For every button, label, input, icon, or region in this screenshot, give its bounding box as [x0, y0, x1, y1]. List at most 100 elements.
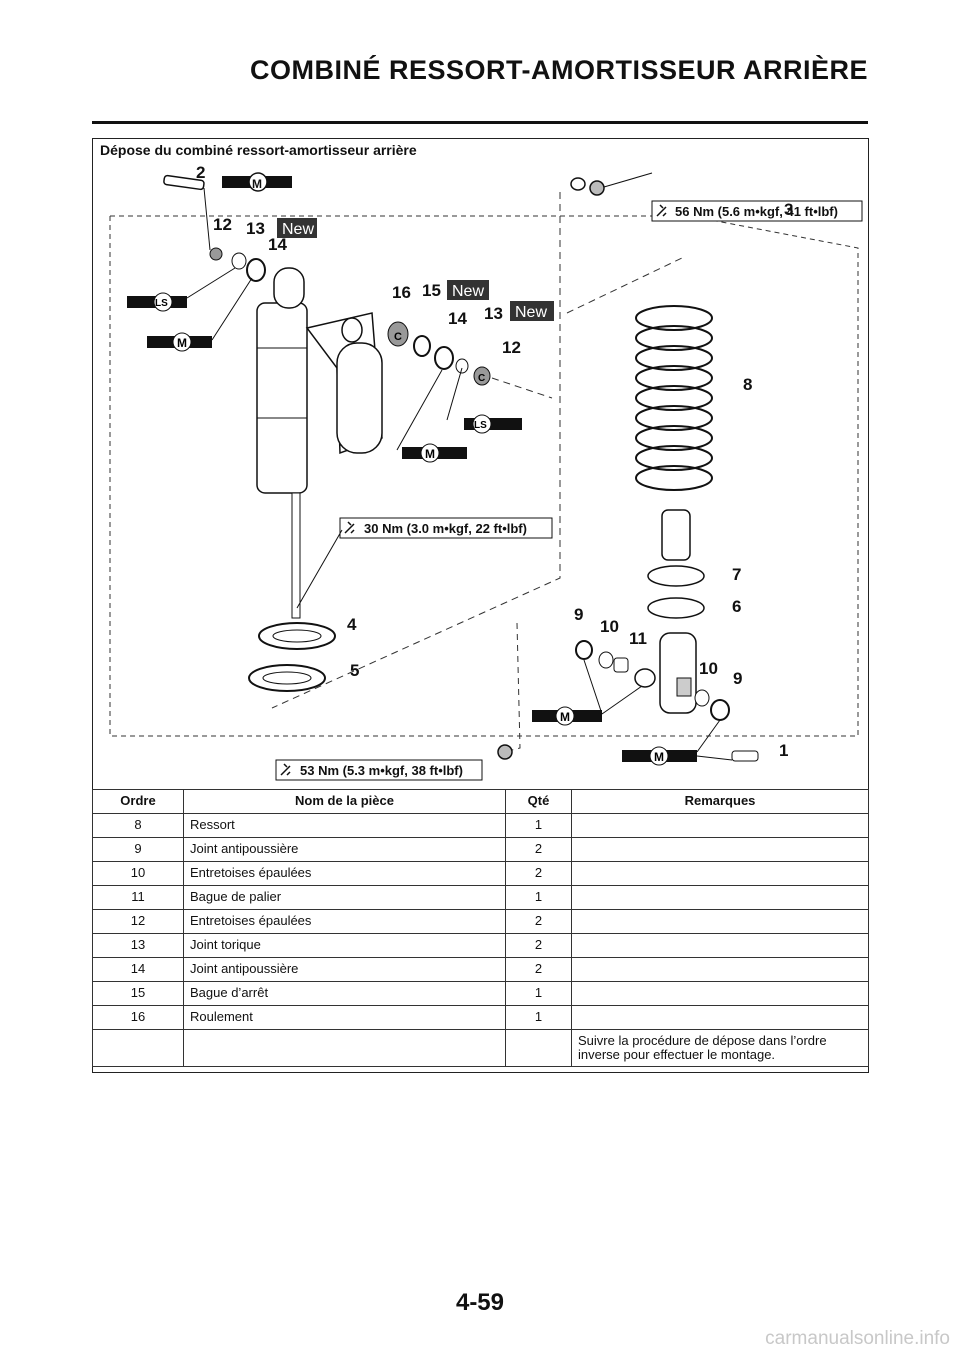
callout-11: 11 [629, 629, 647, 648]
torque-spec-top: 56 Nm (5.6 m•kgf, 41 ft•lbf) [651, 200, 863, 222]
svg-text:M: M [560, 710, 570, 724]
bump-stop-icon [661, 509, 691, 561]
cell-order: 15 [92, 981, 184, 1006]
cell-qty [505, 1029, 572, 1067]
svg-text:New: New [452, 283, 484, 300]
moly-symbol-1: M [147, 277, 253, 352]
cell-remarks [571, 885, 869, 910]
lithium-symbol-2: LS [446, 367, 522, 434]
torque-spec-mid: 30 Nm (3.0 m•kgf, 22 ft•lbf) [296, 517, 553, 609]
callout-12: 12 [213, 215, 232, 234]
assembly-outline [109, 215, 859, 737]
col-header-name: Nom de la pièce [183, 789, 506, 814]
cell-remarks [571, 1005, 869, 1030]
callout-13: 13 [246, 219, 265, 238]
svg-text:30 Nm (3.0 m•kgf, 22 ft•lbf): 30 Nm (3.0 m•kgf, 22 ft•lbf) [364, 521, 527, 536]
svg-text:C: C [394, 331, 402, 343]
callout-5: 5 [350, 661, 359, 680]
lithium-symbol-1: LS [127, 267, 236, 312]
seal-14b-icon [434, 346, 454, 370]
callout-12b: 12 [502, 338, 521, 357]
svg-text:New: New [282, 221, 314, 238]
cell-order: 16 [92, 1005, 184, 1030]
col-header-order: Ordre [92, 789, 184, 814]
locknut-5-icon [248, 664, 326, 692]
cell-name: Joint antipoussière [183, 837, 506, 862]
section-title: Dépose du combiné ressort-amortisseur ar… [100, 142, 417, 158]
svg-text:LS: LS [155, 298, 168, 309]
cell-name: Joint antipoussière [183, 957, 506, 982]
cell-remarks [571, 957, 869, 982]
cell-remarks [571, 813, 869, 838]
cell-qty: 2 [505, 933, 572, 958]
cell-qty: 2 [505, 837, 572, 862]
callout-14b: 14 [448, 309, 467, 328]
page-title: COMBINÉ RESSORT-AMORTISSEUR ARRIÈRE [249, 55, 868, 85]
cell-order: 8 [92, 813, 184, 838]
cell-order [92, 1029, 184, 1067]
cell-name: Joint torique [183, 933, 506, 958]
page-number: 4-59 [455, 1289, 505, 1316]
svg-text:M: M [252, 177, 262, 191]
oring-13-icon [231, 252, 247, 270]
cell-name: Entretoises épaulées [183, 861, 506, 886]
spacer-10-icon [598, 651, 614, 669]
cell-remarks [571, 981, 869, 1006]
seal-14-icon [246, 258, 266, 282]
cell-remarks [571, 933, 869, 958]
callout-4: 4 [347, 615, 357, 634]
new-badge-1: New [277, 218, 317, 238]
bushing-icon [613, 657, 629, 673]
callout-9: 9 [574, 605, 583, 624]
watermark: carmanualsonline.info [765, 1328, 950, 1349]
exploded-diagram: 56 Nm (5.6 m•kgf, 41 ft•lbf) M 2 12 13 1… [109, 163, 863, 781]
new-badge-2: New [447, 280, 489, 300]
cell-qty: 2 [505, 861, 572, 886]
circlip-15-icon [413, 335, 431, 357]
callout-6: 6 [732, 597, 741, 616]
spacer-10b-icon [694, 689, 710, 707]
bushing-11-icon [634, 668, 656, 688]
cell-name: Roulement [183, 1005, 506, 1030]
cell-order: 11 [92, 885, 184, 910]
callout-7: 7 [732, 565, 741, 584]
callout-9b: 9 [733, 669, 742, 688]
callout-15: 15 [422, 281, 441, 300]
svg-text:M: M [177, 336, 187, 350]
new-badge-3: New [510, 301, 554, 321]
cell-remarks: Suivre la procédure de dépose dans l’ord… [571, 1029, 869, 1067]
nut-top-icon [570, 172, 653, 196]
svg-text:M: M [425, 447, 435, 461]
callout-1: 1 [779, 741, 788, 760]
spacer-12b-icon [473, 366, 491, 386]
bolt-1-icon [731, 750, 759, 762]
title-rule [92, 121, 868, 124]
svg-text:C: C [478, 373, 485, 384]
cell-name: Bague d’arrêt [183, 981, 506, 1006]
svg-text:56 Nm (5.6 m•kgf, 41 ft•lbf): 56 Nm (5.6 m•kgf, 41 ft•lbf) [675, 204, 838, 219]
callout-10: 10 [600, 617, 619, 636]
callout-8: 8 [743, 375, 752, 394]
cell-name: Bague de palier [183, 885, 506, 910]
cell-qty: 2 [505, 957, 572, 982]
content-frame [92, 138, 869, 1073]
cell-name: Entretoises épaulées [183, 909, 506, 934]
svg-text:M: M [654, 750, 664, 764]
bolt-2-icon: M [163, 172, 292, 251]
callout-2: 2 [196, 163, 205, 182]
col-header-remarks: Remarques [571, 789, 869, 814]
cell-order: 9 [92, 837, 184, 862]
nut-bottom-icon [497, 744, 513, 760]
cell-remarks [571, 837, 869, 862]
locknut-4-icon [258, 622, 336, 650]
cell-qty: 1 [505, 813, 572, 838]
callout-10b: 10 [699, 659, 718, 678]
moly-symbol-4: M [622, 719, 733, 766]
